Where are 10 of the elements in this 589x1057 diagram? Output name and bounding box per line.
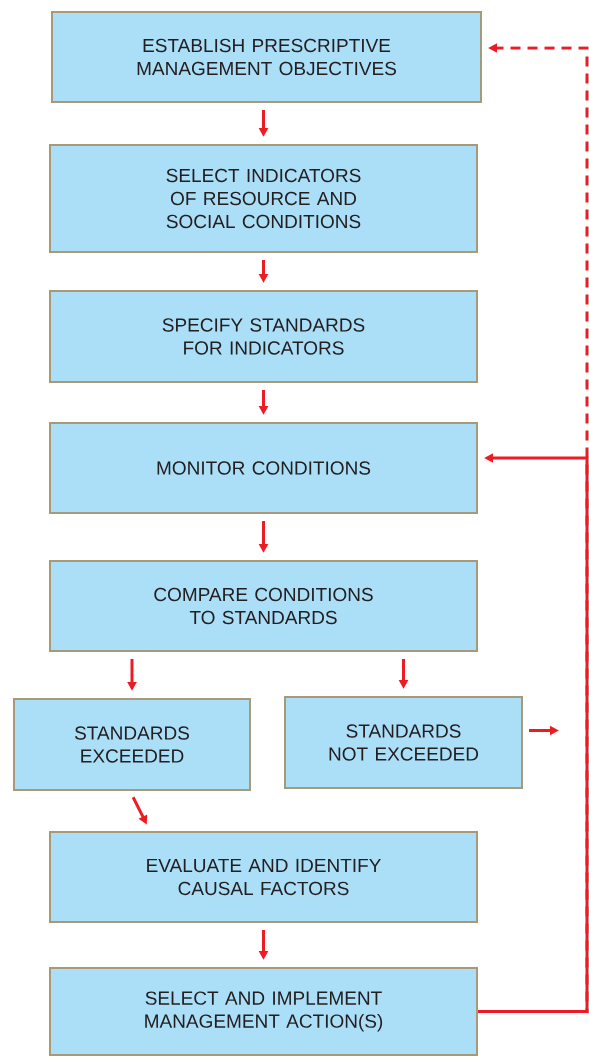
process-box: ESTABLISH PRESCRIPTIVE MANAGEMENT OBJECTIVES [51,11,482,103]
process-box: MONITOR CONDITIONS [49,422,478,514]
process-box: COMPARE CONDITIONS TO STANDARDS [49,560,478,652]
process-box: SELECT AND IMPLEMENT MANAGEMENT ACTION(S) [49,967,478,1056]
arrow [478,453,589,1013]
process-box: STANDARDS EXCEEDED [13,698,251,791]
process-box: EVALUATE AND IDENTIFY CAUSAL FACTORS [49,831,478,923]
process-box: STANDARDS NOT EXCEEDED [284,696,523,789]
process-box: SELECT INDICATORS OF RESOURCE AND SOCIAL CONDITIONS [49,144,478,253]
process-box: SPECIFY STANDARDS FOR INDICATORS [49,290,478,383]
